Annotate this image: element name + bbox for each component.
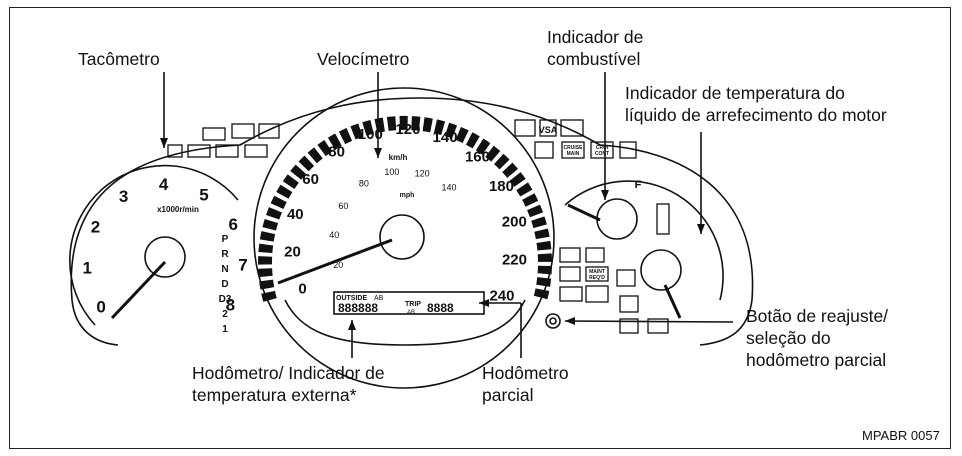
fuel-needle [567,203,601,222]
kmh-tick-20: 20 [284,244,301,261]
mph-tick-100: 100 [384,167,399,177]
mph-tick-40: 40 [329,230,339,240]
kmh-tick-40: 40 [287,206,304,223]
tach-tick-3: 3 [119,187,128,206]
mph-unit: mph [400,192,415,199]
temp-gauge-callout: Indicador de temperatura do líquido de a… [625,83,887,125]
cruise-main-light-2: MAIN [567,151,580,157]
cluster-bottom [71,299,119,346]
tachometer-needle [110,260,167,320]
kmh-unit: km/h [389,153,408,162]
outside-ab-label: AB [374,295,384,302]
maint-light-1: MAINT [589,269,605,275]
speedometer-rim [258,116,552,302]
vsa-light: VSA [539,125,558,135]
figure-frame [9,7,951,449]
trip-ab: AB [407,310,415,316]
trip-reset-button [545,313,561,329]
tach-tick-6: 6 [228,215,237,234]
gear-P: P [222,234,229,245]
gear-R: R [221,249,229,260]
gear-D3: D3 [219,294,232,305]
kmh-tick-180: 180 [489,178,514,195]
odometer-digits: 888888 [338,301,378,315]
maint-light-2: REQ'D [589,275,605,281]
fuel-temp-dial [564,180,724,301]
trip-label: TRIP [405,301,421,308]
temp-hub [640,249,682,291]
mph-tick-140: 140 [441,182,456,192]
gear-N: N [221,264,228,275]
tach-tick-5: 5 [199,185,208,204]
tachometer-hub [144,236,186,278]
cluster-housing [70,97,754,346]
cruise-control-light-2: CONT [595,151,609,157]
mph-tick-60: 60 [338,201,348,211]
temp-needle [663,284,682,319]
kmh-tick-220: 220 [502,251,527,268]
kmh-tick-240: 240 [489,287,514,304]
tach-tick-0: 0 [96,298,105,317]
kmh-tick-100: 100 [358,126,383,143]
kmh-tick-200: 200 [502,214,527,231]
tach-tick-1: 1 [82,258,91,277]
kmh-tick-140: 140 [433,129,458,146]
fuel-full-label: F [635,179,642,191]
tachometer-callout: Tacômetro [78,49,160,69]
tach-tick-7: 7 [238,256,247,275]
cruise-control-light-1: CRUI [596,145,609,151]
speedometer-hub [379,214,425,260]
mph-tick-20: 20 [333,260,343,270]
gear-2: 2 [222,309,228,320]
outside-label: OUTSIDE [336,295,367,302]
fuel-gauge-callout: Indicador de combustível [547,27,644,69]
trip-digits: 8888 [427,301,454,315]
kmh-tick-120: 120 [395,121,420,138]
kmh-tick-80: 80 [328,144,345,161]
odometer-callout: Hodômetro/ Indicador de temperatura exte… [192,363,385,405]
gear-D: D [221,279,228,290]
kmh-tick-60: 60 [302,171,319,188]
tach-tick-4: 4 [159,175,169,194]
trip-meter-callout: Hodômetro parcial [482,363,569,405]
kmh-tick-160: 160 [465,148,490,165]
figure-code: MPABR 0057 [862,428,940,443]
tach-unit: x1000r/min [157,205,199,214]
speedometer-bezel [253,87,555,389]
mph-tick-120: 120 [415,168,430,178]
mph-tick-80: 80 [359,179,369,189]
kmh-tick-0: 0 [298,280,306,297]
cruise-main-light-1: CRUISE [564,145,584,151]
tachometer-dial [69,164,239,326]
trip-button-callout: Botão de reajuste/ seleção do hodômetro … [746,306,889,370]
lower-console [284,299,526,346]
gear-1: 1 [222,324,228,335]
speedometer-callout: Velocímetro [317,49,410,69]
tach-tick-8: 8 [226,295,235,314]
tach-tick-2: 2 [91,218,100,237]
speedometer-needle [277,238,393,285]
